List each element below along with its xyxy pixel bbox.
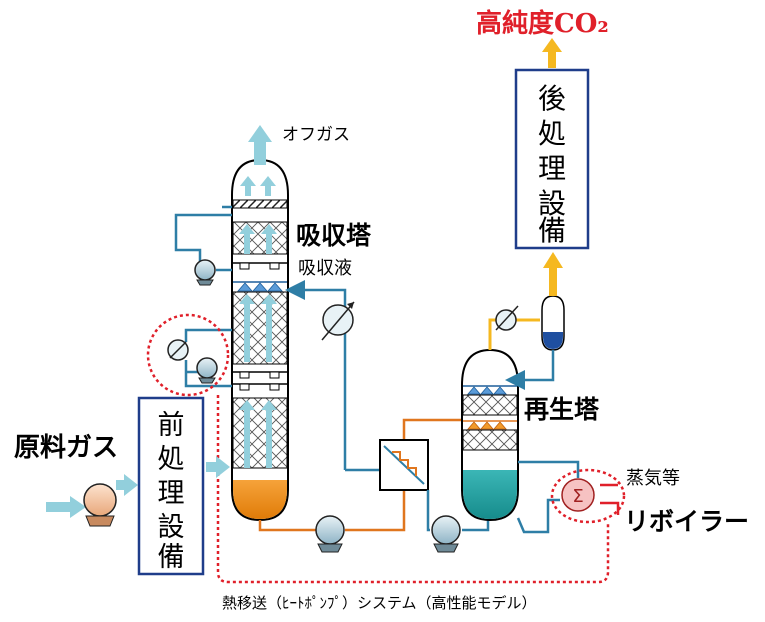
pre-treatment-box bbox=[137, 396, 205, 576]
svg-text:設: 設 bbox=[538, 187, 566, 220]
lean-return-line bbox=[426, 490, 490, 532]
offgas-arrow bbox=[248, 125, 272, 165]
regenerator-label: 再生塔 bbox=[524, 395, 600, 424]
post-treatment-box bbox=[514, 68, 590, 250]
product-arrow-upper bbox=[542, 38, 562, 68]
reflux-drum bbox=[541, 295, 565, 351]
svg-text:処: 処 bbox=[538, 117, 566, 150]
steam-label: 蒸気等 bbox=[626, 468, 680, 489]
steam-line bbox=[600, 483, 620, 515]
raw-gas-arrow-in bbox=[46, 496, 86, 518]
raw-gas-label: 原料ガス bbox=[14, 433, 118, 463]
absorber-column bbox=[231, 158, 289, 522]
reboiler bbox=[561, 478, 595, 512]
svg-text:後: 後 bbox=[538, 82, 566, 115]
pump-intercooler bbox=[196, 357, 218, 384]
svg-text:理: 理 bbox=[538, 152, 566, 185]
pump-lean bbox=[431, 515, 461, 553]
heat-pump-circle-left bbox=[146, 313, 230, 397]
cooler-intercooler bbox=[167, 339, 189, 361]
svg-text:設: 設 bbox=[158, 512, 185, 543]
reboiler-symbol: Σ bbox=[572, 486, 583, 507]
absorber-label: 吸収塔 bbox=[296, 221, 372, 250]
cooler-lean bbox=[321, 301, 355, 341]
svg-text:備: 備 bbox=[538, 214, 566, 247]
heat-pump-connection bbox=[216, 395, 610, 584]
heat-pump-circle-right bbox=[550, 468, 626, 524]
absorbent-label: 吸収液 bbox=[298, 258, 352, 279]
heat-pump-label: 熱移送（ﾋｰﾄﾎﾟﾝﾌﾟ）システム（高性能モデル） bbox=[222, 594, 537, 612]
product-label: 高純度CO₂ bbox=[476, 8, 609, 39]
post-treatment-label: 後 処 理 設 備 bbox=[538, 82, 566, 247]
pump-rich bbox=[315, 515, 345, 553]
raw-gas-arrow-mid bbox=[116, 474, 138, 496]
pre-treatment-label: 前 処 理 設 備 bbox=[158, 410, 185, 573]
reboiler-loop bbox=[516, 460, 580, 534]
product-arrow-lower bbox=[543, 252, 563, 296]
raw-gas-arrow-out bbox=[206, 456, 230, 478]
regenerator-column bbox=[461, 348, 519, 522]
pump-absorber-top bbox=[194, 259, 216, 286]
condenser bbox=[495, 305, 519, 331]
rich-solvent-line bbox=[258, 418, 470, 532]
blower bbox=[83, 483, 117, 527]
reflux-line bbox=[505, 350, 555, 390]
offgas-label: オフガス bbox=[282, 125, 350, 145]
svg-text:前: 前 bbox=[158, 410, 185, 441]
svg-text:備: 備 bbox=[158, 542, 185, 573]
lean-solvent-line bbox=[285, 280, 380, 472]
svg-text:理: 理 bbox=[158, 478, 185, 509]
reboiler-label: リボイラー bbox=[624, 507, 749, 536]
heat-exchanger bbox=[379, 439, 429, 491]
absorber-recirc-loop bbox=[174, 205, 232, 272]
svg-text:処: 処 bbox=[158, 444, 185, 475]
